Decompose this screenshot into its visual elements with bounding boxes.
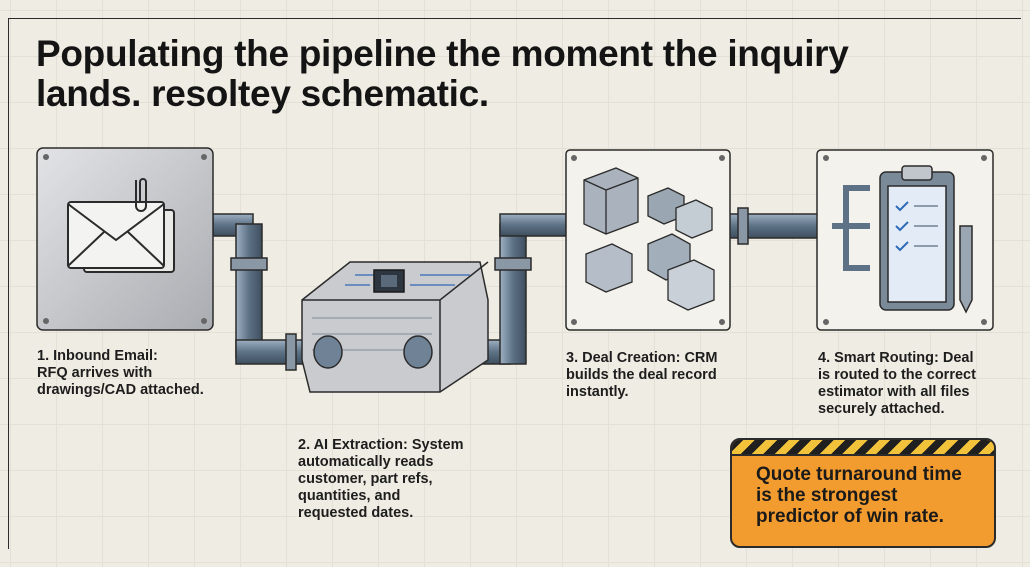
frame-border: [8, 18, 1021, 549]
step-4-caption: 4. Smart Routing: Deal is routed to the …: [818, 350, 976, 417]
routing-arrows-icon: [832, 185, 870, 271]
win-rate-callout: Quote turnaround time is the strongest p…: [730, 438, 996, 548]
step-2-caption: 2. AI Extraction: System automatically r…: [298, 437, 464, 521]
chip-box: [301, 261, 489, 393]
envelope-icon: [67, 178, 175, 273]
chip-icon: [373, 269, 405, 293]
step-3-caption: 3. Deal Creation: CRM builds the deal re…: [566, 350, 718, 400]
step-1-caption: 1. Inbound Email: RFQ arrives with drawi…: [37, 348, 204, 398]
clipboard-icon: [879, 165, 973, 314]
page-title: Populating the pipeline the moment the i…: [36, 33, 849, 114]
panel-blocks: [565, 149, 731, 331]
callout-text: Quote turnaround time is the strongest p…: [756, 464, 962, 527]
blocks-icon: [583, 167, 715, 311]
pipe-3: [728, 207, 820, 245]
hazard-stripes: [732, 440, 994, 456]
panel-envelope: [36, 147, 214, 331]
pipe-1: [212, 213, 315, 371]
panel-clipboard: [816, 149, 994, 331]
